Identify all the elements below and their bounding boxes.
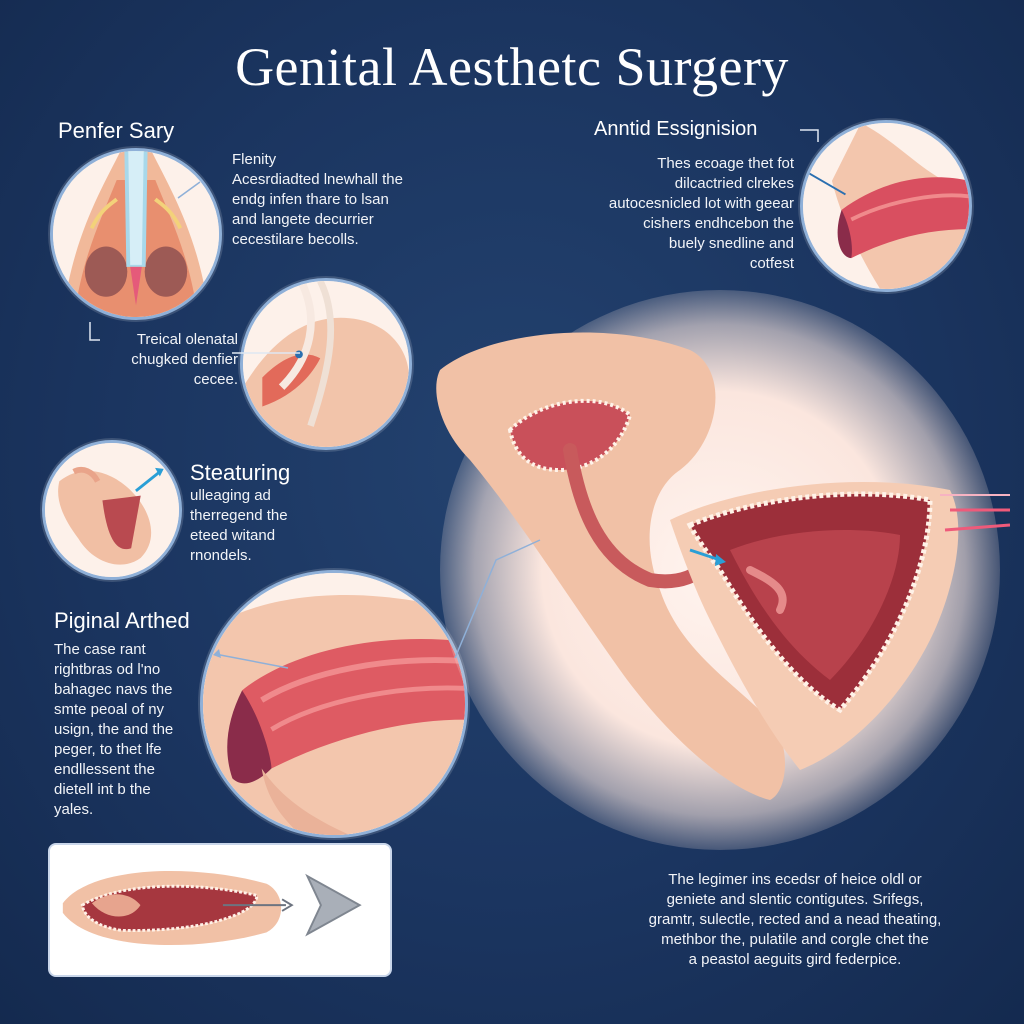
text-line: cecee. [193, 371, 238, 388]
text-line: dilcactried clrekes [674, 175, 794, 192]
text-line: therregend the [190, 507, 288, 524]
thumbnail-panel [48, 843, 392, 977]
text-line: geniete and slentic contigutes. Srifegs, [666, 891, 924, 908]
text-line: endg infen thare to lsan [232, 191, 389, 208]
illustration-circle-stealuring [42, 440, 182, 580]
pointer-arrow-icon [305, 873, 362, 937]
text-line: rnondels. [190, 547, 252, 564]
text-line: and langete decurrier [232, 211, 374, 228]
text-line: Treical olenatal [136, 331, 238, 348]
text-line: rightbras od l'no [54, 661, 161, 678]
main-illustration [436, 332, 1010, 800]
text-line: yales. [54, 801, 94, 818]
paragraph-top-left: Flenity Acesrdiadted lnewhall the endg i… [232, 150, 432, 250]
text-line: gramtr, sulectle, rected and a nead thea… [648, 911, 942, 928]
text-line: Acesrdiadted lnewhall the [232, 171, 403, 188]
text-line: dietell int b the [54, 781, 151, 798]
text-line: The case rant [54, 641, 146, 658]
surgical-instrument-icon [222, 898, 294, 912]
paragraph-piginal: The case rant rightbras od l'no bahagec … [54, 640, 204, 820]
paragraph-stealuring: ulleaging ad therregend the eteed witand… [190, 486, 340, 566]
text-line: usign, the and the [54, 721, 174, 738]
text-line: chugked denfier [131, 351, 238, 368]
text-line: bahagec navs the [54, 681, 173, 698]
page-title: Genital Aesthetc Surgery [235, 37, 789, 97]
illustration-circle-middle [240, 278, 412, 450]
text-line: smte peoal of ny [54, 701, 165, 718]
text-line: cotfest [749, 255, 794, 272]
text-line: a peastol aeguits gird federpice. [688, 951, 902, 968]
text-line: buely snedline and [668, 235, 794, 252]
illustration-circle-piginal [200, 570, 468, 838]
text-line: peger, to thet lfe [54, 741, 162, 758]
text-line: endllessent the [54, 761, 155, 778]
text-line: Flenity [232, 151, 277, 168]
text-line: cishers endhcebon the [643, 215, 794, 232]
illustration-circle-top-right [800, 120, 972, 292]
heading-stealuring: Steaturing [190, 460, 291, 485]
text-line: The legimer ins ecedsr of heice oldl or [668, 871, 922, 888]
text-line: eteed witand [190, 527, 276, 544]
text-line: methbor the, pulatile and corgle chet th… [661, 931, 929, 948]
text-line: Thes ecoage thet fot [657, 155, 794, 172]
text-line: autocesnicled lot with geear [608, 195, 794, 212]
heading-piginal: Piginal Arthed [54, 608, 190, 633]
text-line: ulleaging ad [190, 487, 271, 504]
paragraph-top-right: Thes ecoage thet fot dilcactried clrekes… [566, 154, 794, 274]
heading-top-right: Anntid Essignision [594, 118, 758, 140]
paragraph-middle-caption: Treical olenatal chugked denfier cecee. [98, 330, 238, 390]
heading-top-left: Penfer Sary [58, 118, 175, 143]
text-line: cecestilare becolls. [232, 231, 359, 248]
illustration-circle-top-left [50, 148, 222, 320]
paragraph-bottom-right: The legimer ins ecedsr of heice oldl or … [600, 870, 990, 970]
